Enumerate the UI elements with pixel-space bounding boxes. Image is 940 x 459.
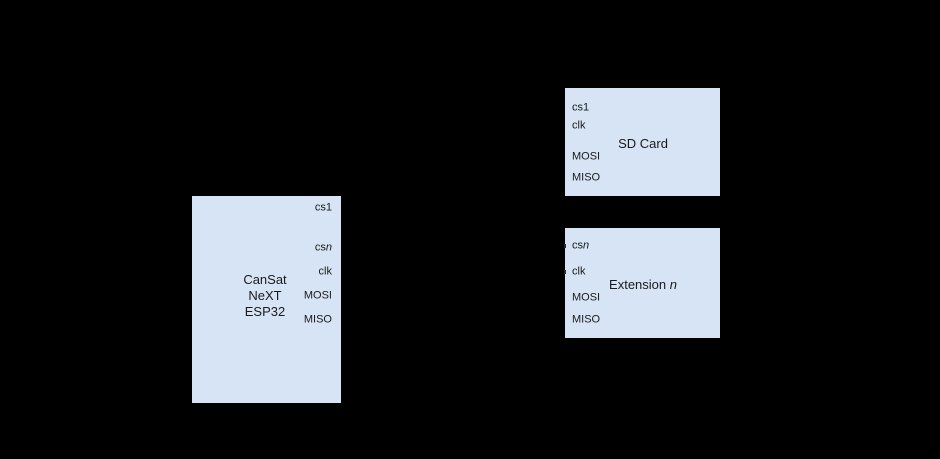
pin-sd-miso: MISO <box>572 172 600 185</box>
block-sd-card[interactable] <box>565 88 720 196</box>
pin-sd-cs1-index: 1 <box>583 101 590 114</box>
pin-mcu-mosi-label: MOSI <box>303 289 332 302</box>
pin-sd-clk: clk <box>572 120 585 133</box>
pin-sd-mosi-label: MOSI <box>572 150 601 163</box>
mcu-title-line-1: CanSat <box>243 272 287 287</box>
pin-mcu-csn-index: n <box>325 241 332 254</box>
mcu-title-line-2: NeXT <box>248 288 282 303</box>
connector-stub-ext-csn <box>564 244 566 248</box>
pin-sd-miso-label: MISO <box>572 171 601 184</box>
pin-sd-mosi: MOSI <box>572 151 600 164</box>
sd-card-title-label: SD Card <box>618 136 668 151</box>
pin-ext-miso: MISO <box>572 314 600 327</box>
pin-sd-cs1: cs1 <box>572 102 589 115</box>
pin-sd-cs1-label: cs <box>572 101 583 114</box>
pin-mcu-clk: clk <box>319 266 332 279</box>
connector-stub-ext-clk <box>564 270 566 274</box>
pin-mcu-cs1-index: 1 <box>325 201 332 214</box>
pin-mcu-csn: csn <box>315 242 332 255</box>
block-extension-n[interactable] <box>565 228 720 338</box>
pin-ext-csn: csn <box>572 240 589 253</box>
block-extension-n-title: Extension n <box>609 277 677 293</box>
pin-ext-miso-label: MISO <box>572 313 601 326</box>
block-sd-card-title: SD Card <box>618 136 668 152</box>
block-cansat-next-esp32[interactable] <box>192 196 341 403</box>
pin-mcu-mosi: MOSI <box>304 290 332 303</box>
extension-title-index: n <box>669 277 677 292</box>
mcu-title-line-3: ESP32 <box>244 304 286 319</box>
pin-ext-csn-index: n <box>583 239 590 252</box>
pin-ext-clk-label: clk <box>572 265 586 278</box>
pin-mcu-csn-label: cs <box>314 241 326 254</box>
pin-ext-mosi: MOSI <box>572 292 600 305</box>
pin-mcu-miso: MISO <box>304 314 332 327</box>
pin-sd-clk-label: clk <box>572 119 586 132</box>
pin-mcu-miso-label: MISO <box>303 313 332 326</box>
pin-ext-clk: clk <box>572 266 585 279</box>
pin-mcu-cs1: cs1 <box>315 202 332 215</box>
block-cansat-next-esp32-title: CanSat NeXT ESP32 <box>205 272 325 320</box>
extension-title-label: Extension <box>609 277 670 292</box>
pin-ext-csn-label: cs <box>572 239 583 252</box>
pin-mcu-cs1-label: cs <box>314 201 326 214</box>
pin-mcu-clk-label: clk <box>318 265 332 278</box>
pin-ext-mosi-label: MOSI <box>572 291 601 304</box>
